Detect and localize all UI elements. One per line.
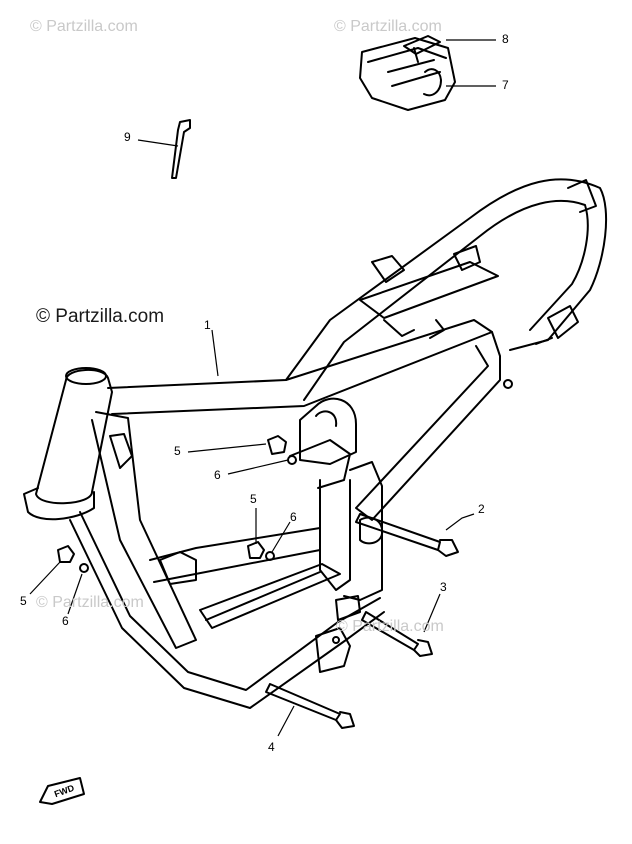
watermark-top-right: © Partzilla.com (334, 18, 442, 35)
bolt-4 (265, 683, 355, 729)
washer-6-upper (287, 455, 297, 465)
washer-6-lower (79, 563, 89, 573)
callout-6-lower: 6 (62, 614, 69, 628)
nut-5-middle (247, 541, 265, 559)
callout-8: 8 (502, 32, 509, 46)
callout-2: 2 (478, 502, 485, 516)
fwd-arrow-icon (39, 777, 85, 805)
watermark-bottom-left: © Partzilla.com (36, 594, 144, 611)
watermark-bottom-right: © Partzilla.com (336, 618, 444, 635)
callout-4: 4 (268, 740, 275, 754)
watermark-top-left: © Partzilla.com (30, 18, 138, 35)
callout-6-middle: 6 (290, 510, 297, 524)
callout-3: 3 (440, 580, 447, 594)
callout-6-upper: 6 (214, 468, 221, 482)
frame-assembly-1 (23, 178, 608, 709)
nut-5-lower (57, 545, 75, 563)
nut-5-upper (267, 435, 287, 455)
bolt-3 (361, 611, 433, 657)
callout-5-middle: 5 (250, 492, 257, 506)
callout-7: 7 (502, 78, 509, 92)
bolt-2 (355, 513, 459, 557)
callout-1: 1 (204, 318, 211, 332)
callout-9: 9 (124, 130, 131, 144)
leader-lines (29, 39, 496, 737)
callout-5-lower: 5 (20, 594, 27, 608)
callout-5-upper: 5 (174, 444, 181, 458)
watermark-main: © Partzilla.com (36, 306, 165, 327)
part-clip-8 (403, 35, 441, 63)
part-cover-7 (359, 37, 456, 111)
washer-6-middle (265, 551, 275, 561)
part-rod-9 (171, 119, 191, 179)
